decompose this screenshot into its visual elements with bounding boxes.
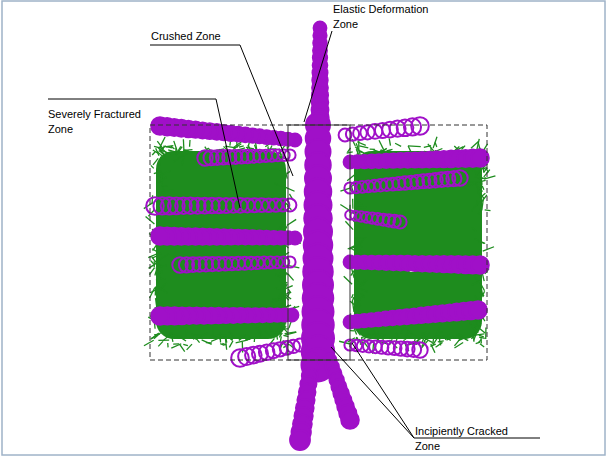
zone-label: Crushed Zone bbox=[151, 29, 261, 44]
zone-label: Severely Fractured Zone bbox=[48, 107, 148, 137]
dashed-boundary bbox=[150, 125, 487, 360]
leader-lines bbox=[48, 31, 540, 438]
crush-circles bbox=[146, 22, 489, 450]
zone-label: Elastic Deformation Zone bbox=[333, 2, 443, 32]
fracture-cracks bbox=[144, 135, 496, 354]
zone-label: Incipiently Cracked Zone bbox=[415, 424, 523, 454]
borehole-boundary bbox=[288, 125, 350, 360]
